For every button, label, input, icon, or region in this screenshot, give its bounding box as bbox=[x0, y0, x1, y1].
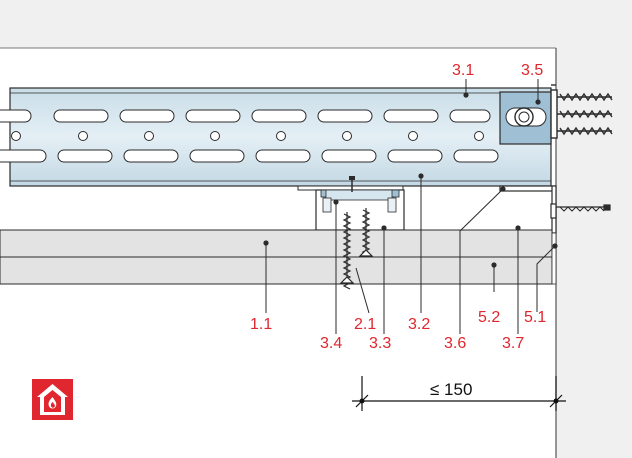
label-5-2: 5.2 bbox=[478, 309, 500, 326]
label-2-1: 2.1 bbox=[354, 316, 376, 333]
wall-screws bbox=[550, 84, 613, 139]
gypsum-boards bbox=[0, 229, 557, 285]
label-3-3: 3.3 bbox=[369, 335, 391, 352]
label-3-6: 3.6 bbox=[444, 335, 466, 352]
dimension-line bbox=[352, 376, 566, 411]
wall bbox=[556, 48, 632, 458]
label-3-7: 3.7 bbox=[502, 335, 524, 352]
wall-anchor-plate bbox=[499, 91, 552, 145]
dimension-label: ≤ 150 bbox=[430, 380, 472, 399]
board-screws bbox=[339, 208, 374, 290]
profile-flange bbox=[297, 185, 404, 191]
wall-angle-profile bbox=[499, 185, 611, 234]
label-1-1: 1.1 bbox=[250, 316, 272, 333]
label-3-5: 3.5 bbox=[521, 62, 543, 79]
label-3-2: 3.2 bbox=[408, 316, 430, 333]
label-3-4: 3.4 bbox=[320, 335, 342, 352]
ceiling-slab bbox=[0, 0, 632, 48]
leader-lines bbox=[265, 79, 556, 334]
cross-connector bbox=[315, 176, 405, 231]
label-5-1: 5.1 bbox=[524, 309, 546, 326]
fire-protection-house-icon bbox=[32, 379, 73, 420]
main-profile bbox=[0, 87, 552, 187]
label-3-1: 3.1 bbox=[452, 62, 474, 79]
